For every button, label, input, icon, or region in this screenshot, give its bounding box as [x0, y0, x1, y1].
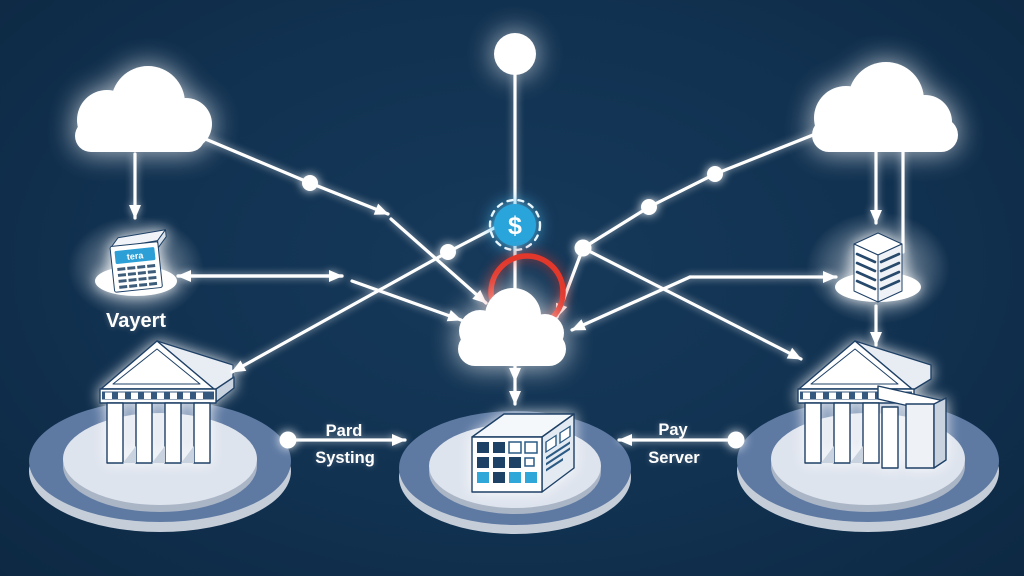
line-bend-to-cloud	[570, 275, 692, 332]
top-right-cloud	[812, 62, 958, 152]
line-tlcloud-diagonal	[201, 136, 390, 216]
bank-building-icon	[99, 340, 235, 464]
dollar-badge-icon	[494, 204, 536, 246]
dot-icon	[574, 239, 592, 257]
dot-icon	[440, 244, 456, 260]
line-trcloud-polyline	[555, 131, 820, 319]
dollar-symbol: $	[508, 212, 522, 240]
center-cloud	[458, 288, 566, 366]
terminal-screen-text: tera	[126, 250, 144, 262]
left-bank	[99, 340, 235, 464]
dot-icon	[279, 431, 297, 449]
payment-badge: $	[488, 198, 542, 252]
server	[835, 232, 921, 303]
server-tower-icon	[853, 232, 903, 303]
right-bank	[797, 340, 947, 469]
cloud-icon	[458, 288, 566, 366]
dot-icon	[302, 175, 318, 191]
dot-icon	[641, 199, 657, 215]
terminal-label: Vayert	[106, 310, 166, 332]
cloud-icon	[75, 66, 212, 152]
data-cube-icon	[471, 413, 575, 493]
left-platform	[29, 400, 291, 532]
dot-icon	[727, 431, 745, 449]
line-dot-to-rightbank	[581, 246, 803, 361]
left-link-label-line1: Pard	[326, 422, 363, 440]
right-link-label-line2: Server	[648, 449, 700, 467]
line-node-dots	[279, 166, 745, 449]
left-link-label-line2: Systing	[315, 449, 375, 467]
line-mid-to-cloud-left	[350, 279, 463, 322]
cloud-icon	[812, 62, 958, 152]
top-left-cloud	[75, 66, 212, 152]
bank-building-icon	[797, 340, 947, 469]
terminal: tera	[95, 229, 177, 296]
line-diagonal-to-cloud	[389, 217, 488, 305]
data-cube	[471, 413, 575, 493]
right-link-label-line1: Pay	[658, 421, 688, 439]
pos-terminal-icon: tera	[109, 229, 167, 293]
dot-icon	[707, 166, 723, 182]
circle-node-icon	[494, 33, 536, 75]
